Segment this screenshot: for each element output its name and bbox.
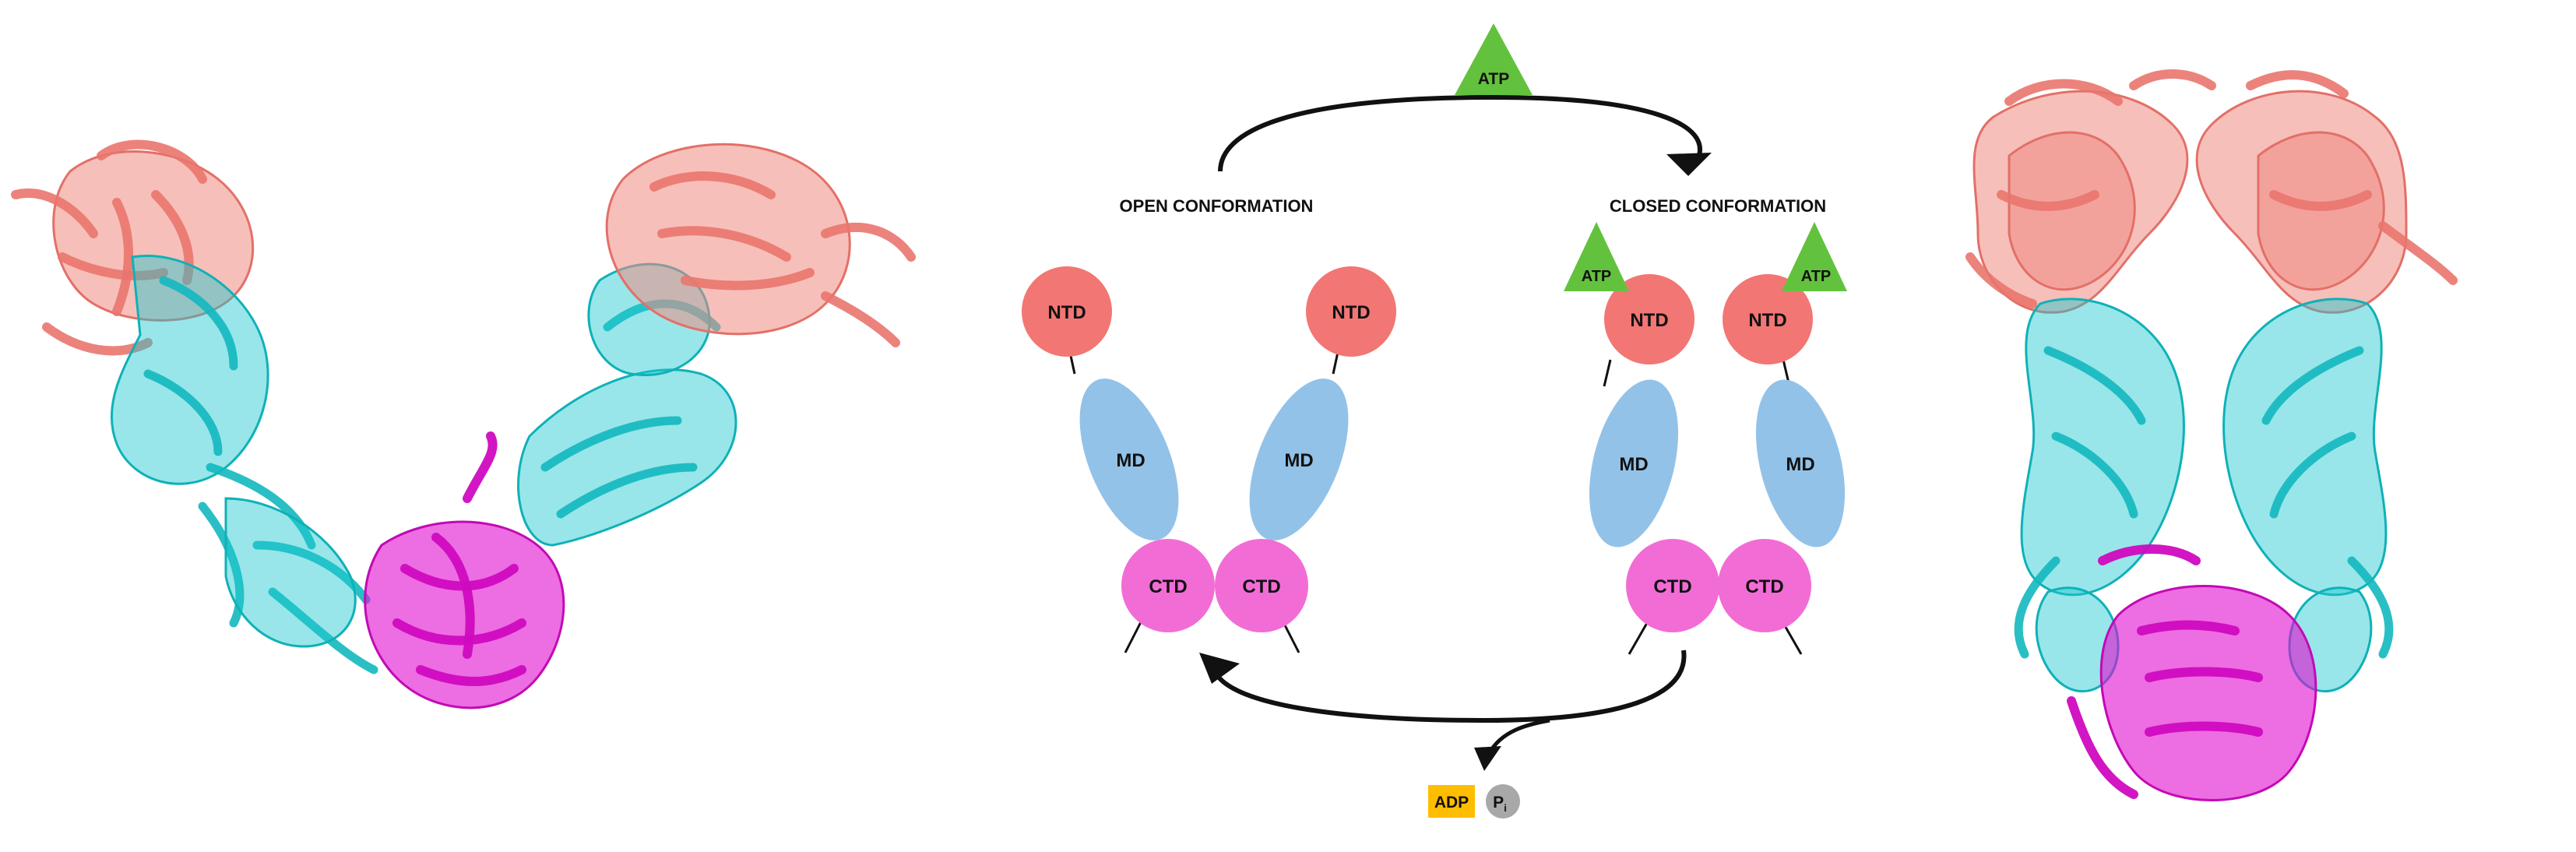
closed-atp-right-triangle: [1782, 222, 1847, 291]
open-ntd-left-label: NTD: [1047, 302, 1086, 323]
open-ntd-left: [1022, 266, 1112, 357]
open-ntd-right-label: NTD: [1332, 302, 1370, 323]
open-md-left: [1079, 378, 1179, 540]
closed-ctd-left-label: CTD: [1653, 576, 1691, 597]
closed-conformation-label: CLOSED CONFORMATION: [1610, 196, 1826, 216]
closed-atp-left-label: ATP: [1582, 268, 1612, 285]
open-conformation-label: OPEN CONFORMATION: [1120, 196, 1314, 216]
closed-md-right: [1755, 379, 1846, 547]
left-structure-ntd-a: [11, 139, 255, 356]
closed-conformation-ribbon: [1965, 69, 2458, 801]
closed-ntd-right: [1723, 274, 1813, 364]
open-md-left-label: MD: [1116, 450, 1145, 471]
top-arrow-head: [1666, 153, 1712, 176]
adp-badge: [1428, 785, 1475, 818]
closed-ctd-left: [1626, 539, 1719, 632]
closed-linker-ntd-md-left: [1603, 359, 1612, 387]
bottom-cycle-arrow: [1212, 650, 1687, 723]
conformational-cycle-diagram: ATP ADP Pi OPEN CONFORMATION CLOSED CONF…: [1022, 23, 1847, 819]
open-tail-left: [1124, 617, 1145, 653]
right-structure-ctd: [2067, 544, 2317, 801]
closed-md-left-label: MD: [1619, 454, 1648, 475]
closed-tail-right: [1782, 622, 1803, 655]
atp-top-triangle: [1455, 23, 1533, 95]
left-structure-ntd-b: [605, 143, 916, 347]
closed-atp-left-triangle: [1564, 222, 1629, 291]
top-cycle-arrow: [1218, 94, 1702, 172]
closed-atp-right-label: ATP: [1801, 268, 1832, 285]
pi-badge: [1486, 784, 1520, 819]
closed-ctd-right: [1718, 539, 1811, 632]
open-ctd-left: [1121, 539, 1215, 632]
open-md-right-label: MD: [1284, 450, 1313, 471]
closed-conformation-schematic: MD MD NTD NTD ATP ATP CTD CTD: [1564, 222, 1847, 655]
closed-md-left: [1589, 379, 1679, 547]
open-ctd-right-label: CTD: [1242, 576, 1280, 597]
atp-top-badge: ATP: [1455, 23, 1533, 95]
open-ctd-left-label: CTD: [1149, 576, 1187, 597]
pi-label: Pi: [1493, 794, 1507, 814]
right-structure-md: [2014, 297, 2394, 693]
open-conformation-ribbon: [11, 139, 916, 709]
release-arrow-head: [1474, 746, 1501, 771]
closed-tail-left: [1628, 622, 1649, 655]
bottom-arrow-head: [1199, 653, 1240, 684]
closed-md-right-label: MD: [1786, 454, 1814, 475]
open-ntd-right: [1306, 266, 1396, 357]
left-structure-ctd: [364, 431, 565, 709]
left-structure-md-a: [110, 255, 378, 674]
closed-ctd-right-label: CTD: [1745, 576, 1783, 597]
closed-ntd-left-label: NTD: [1630, 310, 1668, 331]
right-structure-ntd: [1965, 69, 2458, 314]
open-ctd-right: [1215, 539, 1308, 632]
adp-label: ADP: [1434, 794, 1469, 812]
atp-top-label: ATP: [1478, 70, 1509, 88]
open-conformation-schematic: MD MD NTD NTD CTD CTD: [1022, 266, 1396, 653]
open-md-right: [1249, 378, 1349, 540]
closed-ntd-left: [1604, 274, 1694, 364]
closed-ntd-right-label: NTD: [1748, 310, 1786, 331]
adp-pi-products: ADP Pi: [1428, 784, 1520, 819]
